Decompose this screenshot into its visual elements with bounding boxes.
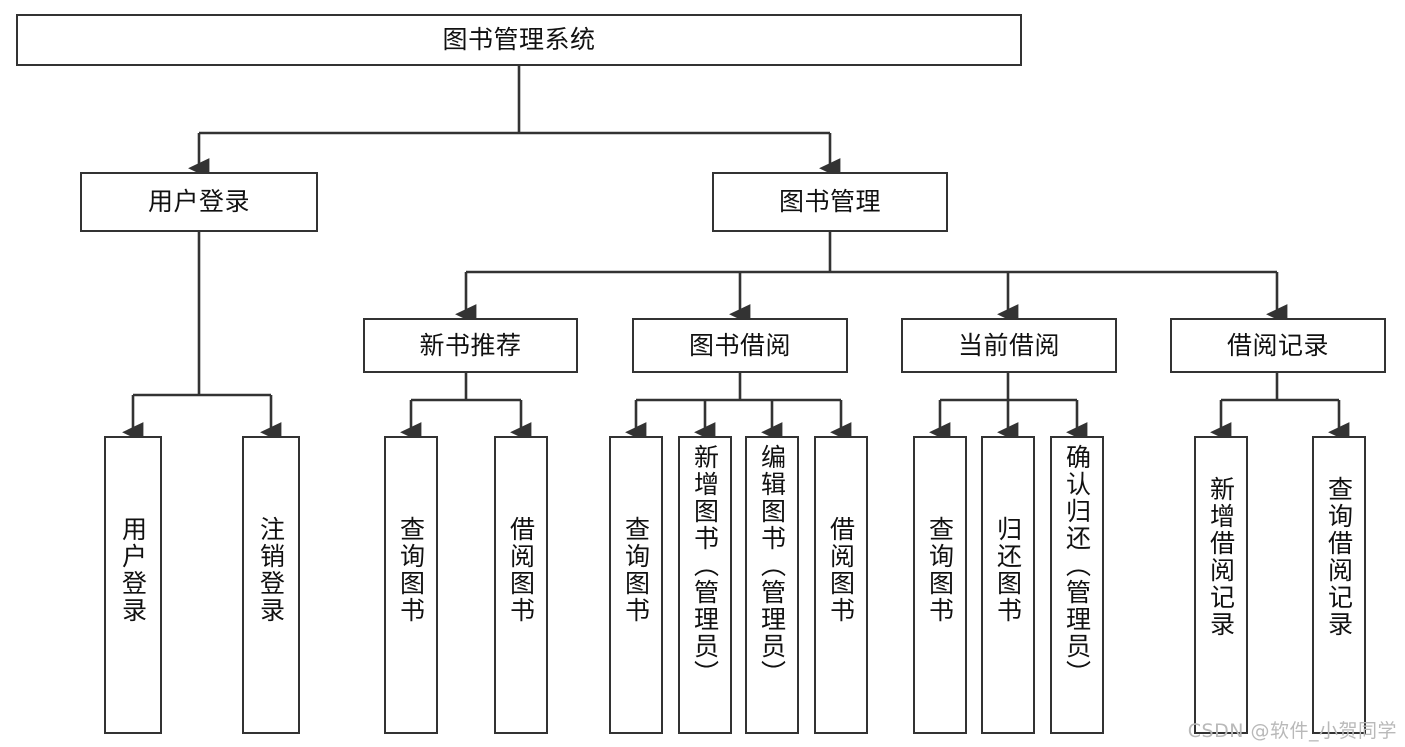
leaf-user-login[interactable]: 用户登录: [104, 436, 162, 734]
leaf-borrow-book-2[interactable]: 借阅图书: [814, 436, 868, 734]
node-root-label: 图书管理系统: [442, 25, 596, 55]
node-current-borrow-label: 当前借阅: [957, 330, 1060, 360]
node-book-borrow-label: 图书借阅: [688, 330, 791, 360]
leaf-borrow-book-1[interactable]: 借阅图书: [494, 436, 548, 734]
node-new-book-recommend-label: 新书推荐: [419, 330, 522, 360]
node-new-book-recommend[interactable]: 新书推荐: [363, 318, 578, 373]
node-book-borrow[interactable]: 图书借阅: [632, 318, 848, 373]
leaf-query-book-1[interactable]: 查询图书: [384, 436, 438, 734]
leaf-query-book-3[interactable]: 查询图书: [913, 436, 967, 734]
node-borrow-record-label: 借阅记录: [1226, 330, 1329, 360]
leaf-return-book-label: 归还图书: [993, 516, 1023, 624]
watermark-text: CSDN @软件_小贺同学: [1187, 720, 1397, 742]
leaf-borrow-book-1-label: 借阅图书: [506, 516, 536, 624]
leaf-edit-book[interactable]: 编辑图书（管理员）: [745, 436, 799, 734]
leaf-query-book-2[interactable]: 查询图书: [609, 436, 663, 734]
leaf-user-login-label: 用户登录: [118, 516, 148, 624]
leaf-confirm-return-label: 确认归还（管理员）: [1062, 444, 1092, 687]
leaf-add-book[interactable]: 新增图书（管理员）: [678, 436, 732, 734]
node-user-login-label: 用户登录: [147, 187, 250, 217]
leaf-query-book-3-label: 查询图书: [925, 516, 955, 624]
leaf-logout[interactable]: 注销登录: [242, 436, 300, 734]
leaf-query-record-label: 查询借阅记录: [1324, 476, 1354, 638]
leaf-borrow-book-2-label: 借阅图书: [826, 516, 856, 624]
leaf-edit-book-label: 编辑图书（管理员）: [757, 444, 787, 687]
leaf-query-record[interactable]: 查询借阅记录: [1312, 436, 1366, 734]
leaf-confirm-return[interactable]: 确认归还（管理员）: [1050, 436, 1104, 734]
node-current-borrow[interactable]: 当前借阅: [901, 318, 1117, 373]
leaf-add-record-label: 新增借阅记录: [1206, 476, 1236, 638]
node-borrow-record[interactable]: 借阅记录: [1170, 318, 1386, 373]
leaf-return-book[interactable]: 归还图书: [981, 436, 1035, 734]
leaf-add-book-label: 新增图书（管理员）: [690, 444, 720, 687]
node-book-manage-label: 图书管理: [778, 187, 881, 217]
leaf-add-record[interactable]: 新增借阅记录: [1194, 436, 1248, 734]
node-book-manage[interactable]: 图书管理: [712, 172, 948, 232]
node-user-login[interactable]: 用户登录: [80, 172, 318, 232]
leaf-query-book-2-label: 查询图书: [621, 516, 651, 624]
node-root[interactable]: 图书管理系统: [16, 14, 1022, 66]
leaf-logout-label: 注销登录: [256, 516, 286, 624]
leaf-query-book-1-label: 查询图书: [396, 516, 426, 624]
